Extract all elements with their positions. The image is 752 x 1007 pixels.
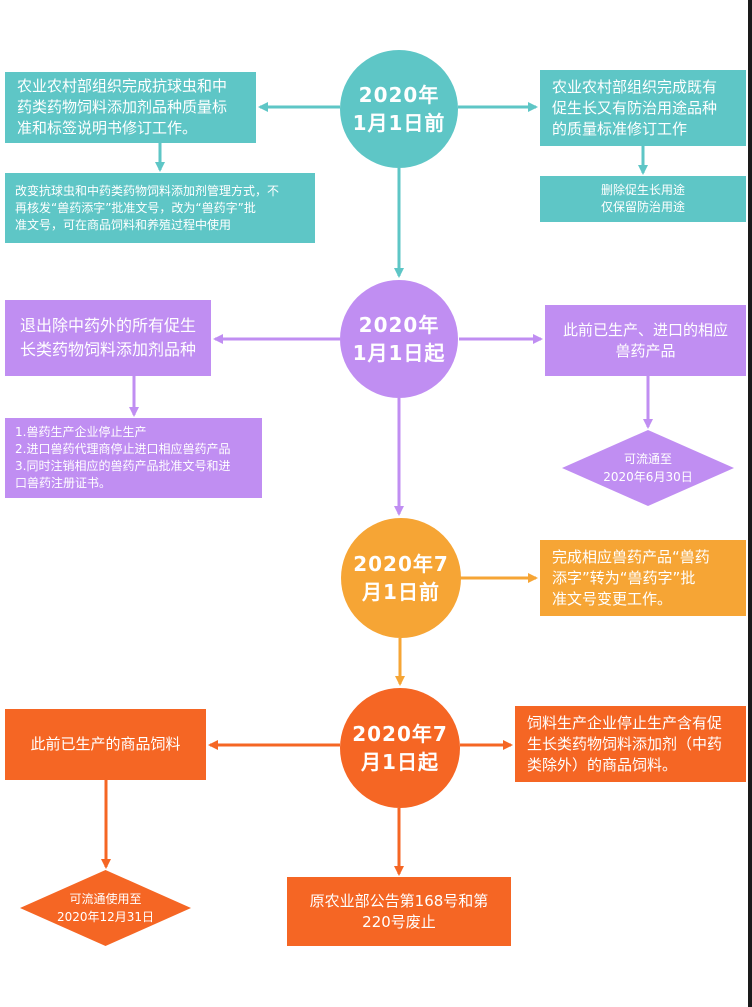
stage2-right-diamond: 可流通至 2020年6月30日 (562, 430, 734, 506)
stage1-left-sub-box: 改变抗球虫和中药类药物饲料添加剂管理方式，不 再核发“兽药添字”批准文号，改为“… (5, 173, 315, 243)
stage3-date-line1: 2020年7 (353, 552, 449, 576)
stage4-bottom-box: 原农业部公告第168号和第 220号废止 (287, 877, 511, 946)
stage2-date-circle: 2020年 1月1日起 (340, 280, 458, 398)
stage1-left-sub-text: 改变抗球虫和中药类药物饲料添加剂管理方式，不 再核发“兽药添字”批准文号，改为“… (15, 183, 280, 232)
stage2-left-box: 退出除中药外的所有促生 长类药物饲料添加剂品种 (5, 300, 211, 376)
stage1-right-box: 农业农村部组织完成既有 促生长又有防治用途品种 的质量标准修订工作 (540, 70, 746, 146)
stage4-date-line2: 月1日起 (361, 750, 439, 774)
stage3-right-box: 完成相应兽药产品“兽药 添字”转为“兽药字”批 准文号变更工作。 (540, 540, 746, 616)
stage3-date-circle: 2020年7 月1日前 (341, 518, 461, 638)
image-right-edge (748, 0, 752, 1007)
stage4-left-box: 此前已生产的商品饲料 (5, 709, 206, 780)
stage2-date-line1: 2020年 (358, 313, 440, 337)
stage4-date-line1: 2020年7 (352, 722, 448, 746)
stage2-diamond-text: 可流通至 2020年6月30日 (603, 452, 693, 484)
stage4-bottom-text: 原农业部公告第168号和第 220号废止 (309, 891, 489, 931)
stage1-date-line1: 2020年 (358, 83, 440, 107)
stage4-diamond-text: 可流通使用至 2020年12月31日 (56, 892, 155, 924)
stage3-date-line2: 月1日前 (362, 580, 440, 604)
stage1-left-box: 农业农村部组织完成抗球虫和中 药类药物饲料添加剂品种质量标 准和标签说明书修订工… (5, 72, 256, 143)
stage4-date-circle: 2020年7 月1日起 (340, 688, 460, 808)
stage2-right-text: 此前已生产、进口的相应 兽药产品 (562, 320, 728, 360)
stage2-right-box: 此前已生产、进口的相应 兽药产品 (545, 305, 746, 376)
stage4-right-box: 饲料生产企业停止生产含有促 生长类药物饲料添加剂（中药 类除外）的商品饲料。 (515, 706, 746, 782)
stage2-left-sub-box: 1.兽药生产企业停止生产 2.进口兽药代理商停止进口相应兽药产品 3.同时注销相… (5, 418, 262, 498)
stage2-left-sub-text: 1.兽药生产企业停止生产 2.进口兽药代理商停止进口相应兽药产品 3.同时注销相… (15, 425, 231, 490)
stage2-left-text: 退出除中药外的所有促生 长类药物饲料添加剂品种 (19, 316, 196, 359)
stage1-right-sub-box: 删除促生长用途 仅保留防治用途 (540, 176, 746, 222)
stage1-right-sub-text: 删除促生长用途 仅保留防治用途 (600, 183, 685, 214)
stage1-date-line2: 1月1日前 (352, 111, 446, 135)
stage1-date-circle: 2020年 1月1日前 (340, 50, 458, 168)
stage1-right-text: 农业农村部组织完成既有 促生长又有防治用途品种 的质量标准修订工作 (552, 77, 718, 138)
stage3-right-text: 完成相应兽药产品“兽药 添字”转为“兽药字”批 准文号变更工作。 (552, 547, 710, 608)
stage4-left-diamond: 可流通使用至 2020年12月31日 (20, 870, 191, 946)
stage2-date-line2: 1月1日起 (352, 341, 446, 365)
stage4-left-text: 此前已生产的商品饲料 (30, 735, 181, 753)
stage4-right-text: 饲料生产企业停止生产含有促 生长类药物饲料添加剂（中药 类除外）的商品饲料。 (527, 713, 723, 774)
stage1-left-text: 农业农村部组织完成抗球虫和中 药类药物饲料添加剂品种质量标 准和标签说明书修订工… (17, 77, 228, 137)
